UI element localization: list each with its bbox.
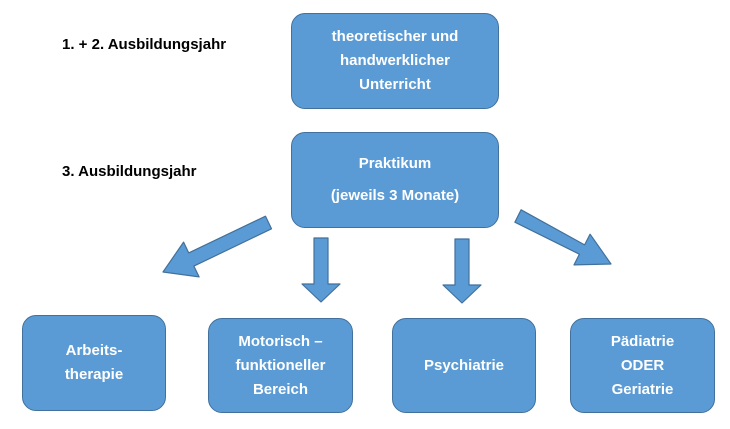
paediatrie-line-1: Pädiatrie xyxy=(610,332,675,350)
year-3-label: 3. Ausbildungsjahr xyxy=(62,163,197,180)
motorisch-line-2: funktioneller xyxy=(235,356,326,374)
motorisch-box: Motorisch – funktioneller Bereich xyxy=(208,318,353,413)
theory-line-3: Unterricht xyxy=(359,76,431,93)
paediatrie-line-2: ODER xyxy=(620,356,665,374)
theory-line-2: handwerklicher xyxy=(339,52,451,69)
motorisch-line-1: Motorisch – xyxy=(238,332,323,350)
paediatrie-line-3: Geriatrie xyxy=(611,380,674,398)
arbeitstherapie-line-2: therapie xyxy=(64,366,124,383)
arrow-left-arbeitstherapie xyxy=(162,215,273,278)
arbeitstherapie-box: Arbeits- therapie xyxy=(22,315,166,411)
arrow-down-motorisch xyxy=(301,237,341,303)
paediatrie-box: Pädiatrie ODER Geriatrie xyxy=(570,318,715,413)
year-1-2-label: 1. + 2. Ausbildungsjahr xyxy=(62,36,227,53)
practicum-box: Praktikum (jeweils 3 Monate) xyxy=(291,132,499,228)
practicum-line-1: Praktikum xyxy=(358,155,432,172)
psychiatrie-box: Psychiatrie xyxy=(392,318,536,413)
theory-line-1: theoretischer und xyxy=(331,28,459,45)
arrow-right-paediatrie xyxy=(514,209,612,266)
arbeitstherapie-line-1: Arbeits- xyxy=(65,342,123,359)
arrow-down-psychiatrie xyxy=(442,238,482,304)
practicum-line-2: (jeweils 3 Monate) xyxy=(330,187,460,204)
motorisch-line-3: Bereich xyxy=(252,380,308,398)
psychiatrie-line-1: Psychiatrie xyxy=(423,356,505,374)
theory-box: theoretischer und handwerklicher Unterri… xyxy=(291,13,499,109)
